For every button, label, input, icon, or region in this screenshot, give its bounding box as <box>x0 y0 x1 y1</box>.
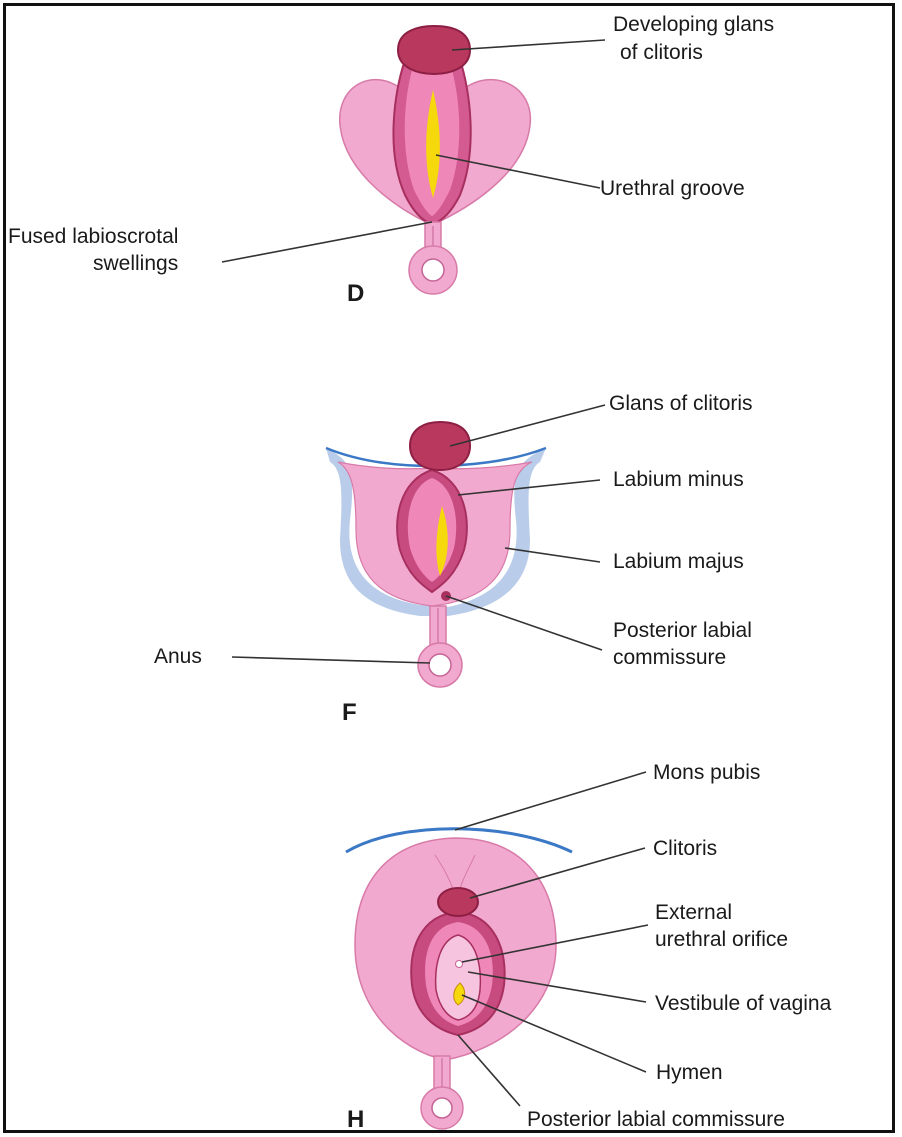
panel-d-drawing <box>340 26 531 294</box>
label-external: External <box>655 900 732 925</box>
clitoris <box>438 888 478 916</box>
label-fused-labioscrotal: Fused labioscrotal <box>8 224 178 249</box>
panel-letter-h: H <box>347 1106 364 1134</box>
label-mons-pubis: Mons pubis <box>653 760 760 785</box>
label-posterior-labial: Posterior labial <box>613 618 752 643</box>
panel-letter-d: D <box>347 280 364 308</box>
label-posterior-labial-commissure: Posterior labial commissure <box>527 1107 888 1132</box>
label-urethral-groove: Urethral groove <box>600 176 745 201</box>
label-hymen: Hymen <box>656 1060 723 1085</box>
label-vestibule-of-vagina: Vestibule of vagina <box>655 991 888 1016</box>
label-labium-majus: Labium majus <box>613 549 744 574</box>
label-commissure: commissure <box>613 645 726 670</box>
label-swellings: swellings <box>93 251 178 276</box>
label-of-clitoris: of clitoris <box>620 40 703 65</box>
panel-letter-f: F <box>342 699 357 727</box>
label-labium-minus: Labium minus <box>613 467 744 492</box>
panel-f-drawing <box>326 422 546 687</box>
label-urethral-orifice: urethral orifice <box>655 927 788 952</box>
label-anus: Anus <box>154 644 202 669</box>
label-developing-glans: Developing glans <box>613 12 774 37</box>
label-clitoris: Clitoris <box>653 836 717 861</box>
panel-h-drawing <box>346 829 572 1129</box>
label-glans-of-clitoris: Glans of clitoris <box>609 391 753 416</box>
glans-of-clitoris <box>410 422 470 470</box>
external-urethral-orifice <box>456 961 463 968</box>
